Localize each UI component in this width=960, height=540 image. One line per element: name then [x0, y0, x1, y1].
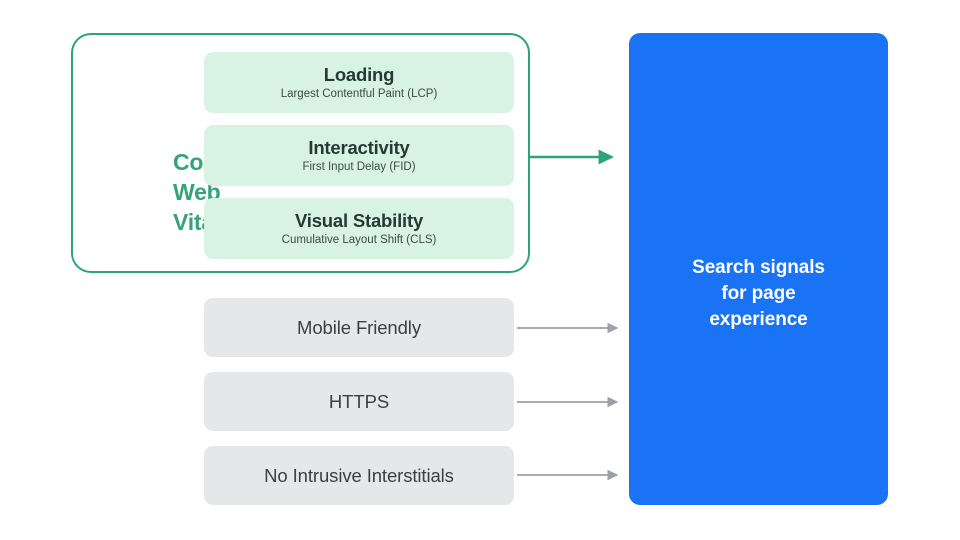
signal-label: No Intrusive Interstitials	[264, 464, 454, 486]
search-signals-panel[interactable]: Search signals for page experience	[629, 33, 888, 505]
metric-card-loading[interactable]: Loading Largest Contentful Paint (LCP)	[204, 52, 514, 113]
metric-subtitle: Largest Contentful Paint (LCP)	[280, 87, 438, 100]
signal-card-mobile-friendly[interactable]: Mobile Friendly	[204, 298, 514, 357]
metric-title: Interactivity	[308, 136, 410, 158]
metric-subtitle: First Input Delay (FID)	[302, 160, 416, 173]
metric-title: Visual Stability	[294, 209, 424, 231]
signal-label: Mobile Friendly	[297, 316, 421, 338]
signal-label: HTTPS	[328, 390, 390, 412]
search-signals-panel-text: Search signals for page experience	[692, 257, 825, 330]
metric-card-interactivity[interactable]: Interactivity First Input Delay (FID)	[204, 125, 514, 186]
metric-card-visual-stability[interactable]: Visual Stability Cumulative Layout Shift…	[204, 198, 514, 259]
signal-card-https[interactable]: HTTPS	[204, 372, 514, 431]
metric-subtitle: Cumulative Layout Shift (CLS)	[281, 233, 437, 246]
metric-title: Loading	[323, 63, 395, 85]
signal-card-no-intrusive-interstitials[interactable]: No Intrusive Interstitials	[204, 446, 514, 505]
